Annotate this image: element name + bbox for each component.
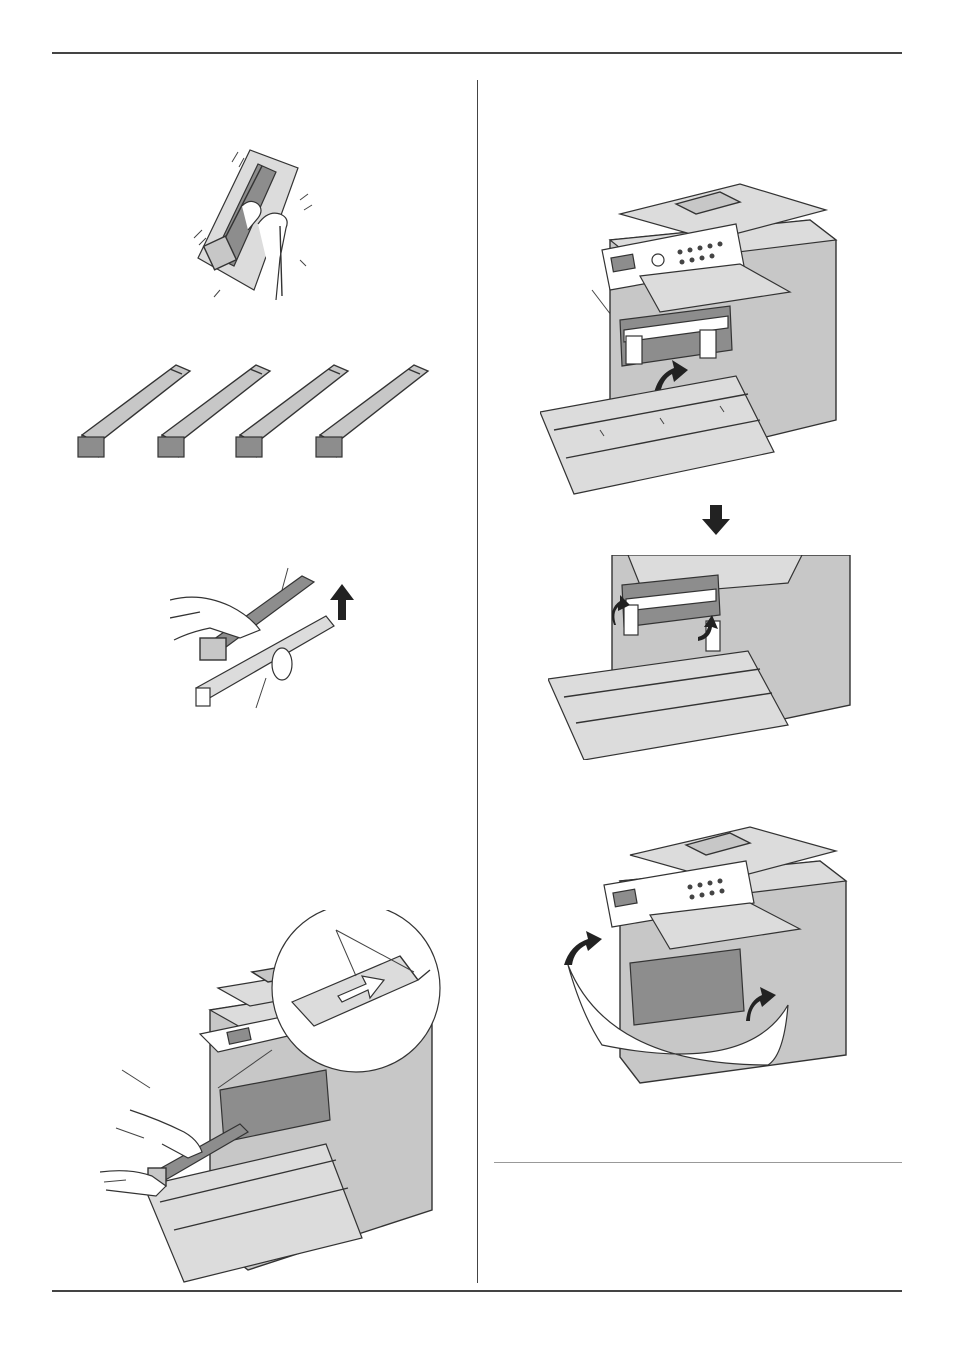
four-toner-cartridges-illustration <box>70 355 450 470</box>
front-cover-closing-illustration <box>560 825 850 1085</box>
toner-inserted-into-machine-illustration <box>100 910 445 1290</box>
down-arrow-icon <box>700 505 732 537</box>
front-cover-open-levers-illustration <box>540 180 860 500</box>
toner-removed-from-packaging-illustration <box>170 560 370 720</box>
section-divider <box>494 1162 902 1163</box>
bottom-rule <box>52 1290 902 1292</box>
toner-cartridge-shaking-illustration <box>180 140 330 300</box>
levers-locked-illustration <box>548 555 853 760</box>
column-divider <box>477 80 478 1283</box>
top-rule <box>52 52 902 54</box>
